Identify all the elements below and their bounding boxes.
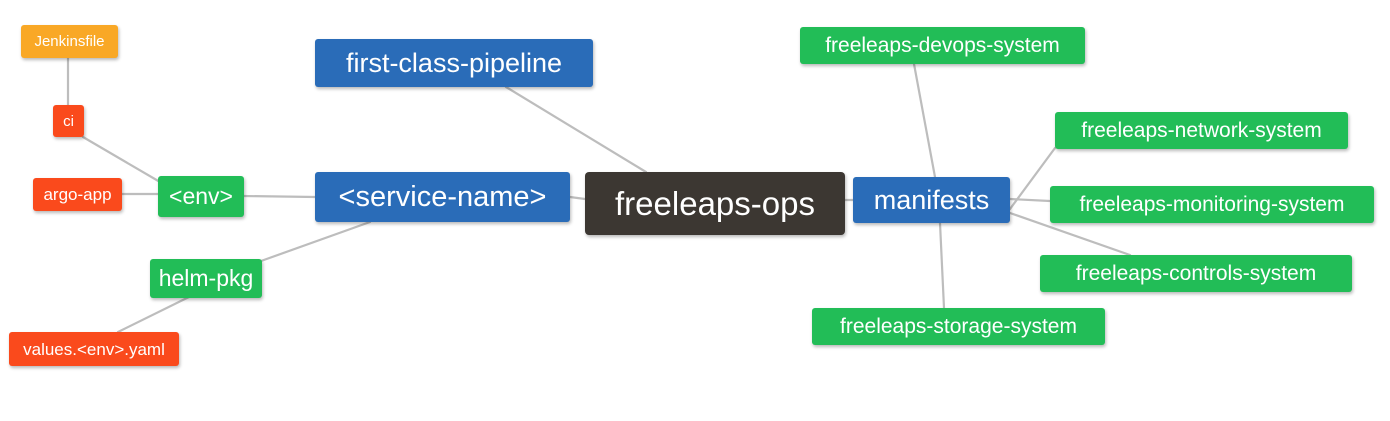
node-manifests[interactable]: manifests <box>853 177 1010 223</box>
node-label: freeleaps-devops-system <box>825 34 1060 57</box>
node-freeleaps-storage-system[interactable]: freeleaps-storage-system <box>812 308 1105 345</box>
node-helm-pkg[interactable]: helm-pkg <box>150 259 262 298</box>
node-freeleaps-network-system[interactable]: freeleaps-network-system <box>1055 112 1348 149</box>
node-label: values.<env>.yaml <box>23 339 165 359</box>
node-label: freeleaps-controls-system <box>1075 262 1317 285</box>
node-label: first-class-pipeline <box>345 47 563 78</box>
edge-manifests-network <box>1008 146 1057 211</box>
node-label: freeleaps-ops <box>615 185 815 222</box>
node-label: freeleaps-storage-system <box>840 315 1077 338</box>
node-service-name[interactable]: <service-name> <box>315 172 570 222</box>
node-label: manifests <box>873 184 990 215</box>
node-label: <service-name> <box>338 180 547 213</box>
node-freeleaps-devops-system[interactable]: freeleaps-devops-system <box>800 27 1085 64</box>
node-env[interactable]: <env> <box>158 176 244 217</box>
node-label: freeleaps-network-system <box>1081 119 1322 142</box>
node-freeleaps-controls-system[interactable]: freeleaps-controls-system <box>1040 255 1352 292</box>
node-root-freeleaps-ops[interactable]: freeleaps-ops <box>585 172 845 235</box>
node-label: helm-pkg <box>158 265 254 291</box>
node-label: <env> <box>169 183 233 209</box>
node-argo-app[interactable]: argo-app <box>33 178 122 211</box>
node-values-yaml[interactable]: values.<env>.yaml <box>9 332 179 366</box>
node-label: ci <box>63 112 74 130</box>
edge-servicename-root <box>568 195 587 201</box>
node-ci[interactable]: ci <box>53 105 84 137</box>
edge-helmpkg-servicename <box>259 220 372 263</box>
node-label: freeleaps-monitoring-system <box>1079 193 1345 216</box>
edge-env-servicename <box>241 194 317 199</box>
edge-values-helmpkg <box>116 293 195 334</box>
node-freeleaps-monitoring-system[interactable]: freeleaps-monitoring-system <box>1050 186 1374 223</box>
node-first-class-pipeline[interactable]: first-class-pipeline <box>315 39 593 87</box>
edge-ci-env <box>81 135 162 184</box>
edge-firstclasspipeline-root <box>504 85 648 174</box>
node-jenkinsfile[interactable]: Jenkinsfile <box>21 25 118 58</box>
node-label: argo-app <box>43 185 112 204</box>
edge-manifests-monitoring <box>1008 197 1052 203</box>
edge-manifests-storage <box>938 221 946 310</box>
edge-manifests-devops <box>912 62 937 179</box>
node-label: Jenkinsfile <box>34 33 105 50</box>
